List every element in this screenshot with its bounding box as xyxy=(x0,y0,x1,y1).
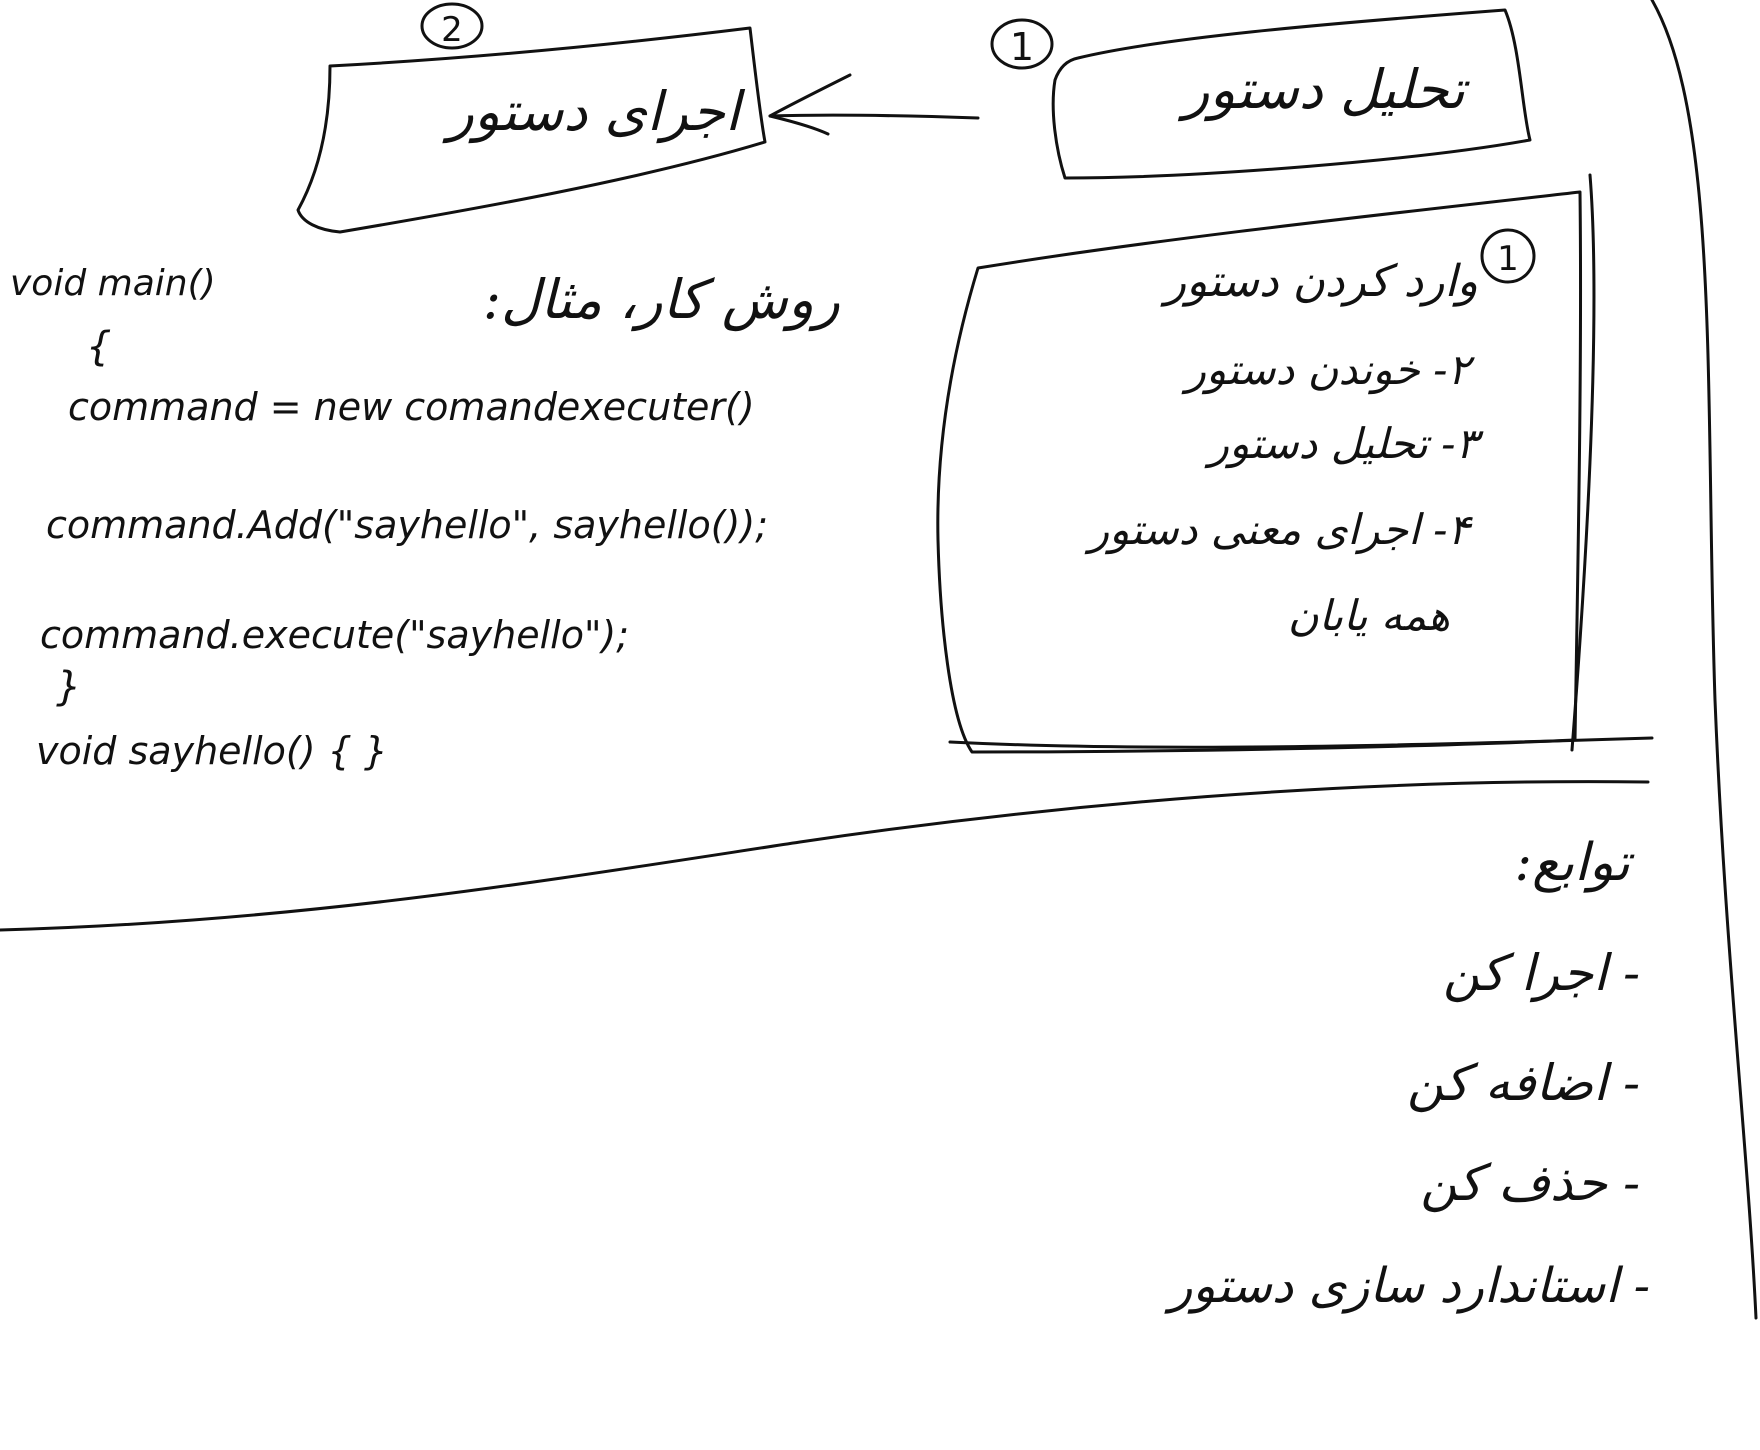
code-line-4: command.Add("sayhello", sayhello()); xyxy=(46,503,768,547)
step1-number: 1 xyxy=(1010,25,1034,69)
step1-box-outline xyxy=(1051,8,1532,180)
step2-number: 2 xyxy=(441,10,463,50)
substeps-box-bottom-edge xyxy=(948,736,1654,749)
arrow-shaft xyxy=(768,113,980,120)
substeps-box: 1 وارد کردن دستور ۲- خوندن دستور ۳- تحلی… xyxy=(936,173,1654,754)
example-section: روش کار، مثال: void main() { command = n… xyxy=(10,263,840,773)
substeps-box-right-edge xyxy=(1570,173,1596,752)
substep-item-5: همه یابان xyxy=(1288,591,1450,640)
step1-label: تحلیل دستور xyxy=(1177,58,1470,122)
substeps-number: 1 xyxy=(1497,239,1519,279)
code-line-3: command = new comandexecuter() xyxy=(68,385,755,429)
section-divider xyxy=(0,780,1650,932)
code-line-2: { xyxy=(86,324,111,370)
step1-box: تحلیل دستور xyxy=(1051,8,1532,180)
substeps-number-circle xyxy=(1480,228,1536,284)
function-item-1: - اجرا کن xyxy=(1443,944,1640,1003)
step2-label: اجرای دستور xyxy=(442,80,746,144)
example-heading: روش کار، مثال: xyxy=(483,268,840,332)
step2-number-circle xyxy=(420,2,484,50)
code-line-1: void main() xyxy=(10,263,216,304)
function-item-4: - استاندارد سازی دستور xyxy=(1164,1258,1650,1314)
functions-section: توابع: - اجرا کن - اضافه کن - حذف کن - ا… xyxy=(1164,833,1650,1314)
code-line-6: } xyxy=(56,664,81,710)
step1-number-badge: 1 xyxy=(990,18,1054,70)
substep-item-3: ۳- تحلیل دستور xyxy=(1204,419,1485,469)
substep-item-4: ۴- اجرای معنی دستور xyxy=(1084,505,1474,555)
arrow-head xyxy=(768,73,852,136)
arrow-step1-to-step2 xyxy=(768,73,980,136)
code-line-5: command.execute("sayhello"); xyxy=(40,613,629,657)
substep-item-2: ۲- خوندن دستور xyxy=(1181,345,1476,395)
substep-item-1: وارد کردن دستور xyxy=(1160,256,1478,307)
step2-box-outline xyxy=(296,26,767,234)
step2-number-badge: 2 xyxy=(420,2,484,50)
functions-heading: توابع: xyxy=(1515,833,1636,893)
step1-number-circle xyxy=(990,18,1054,70)
step2-box: اجرای دستور xyxy=(296,26,767,234)
function-item-3: - حذف کن xyxy=(1420,1154,1640,1213)
code-line-7: void sayhello() { } xyxy=(36,729,388,773)
right-border-line xyxy=(1650,0,1758,1320)
function-item-2: - اضافه کن xyxy=(1407,1054,1640,1113)
